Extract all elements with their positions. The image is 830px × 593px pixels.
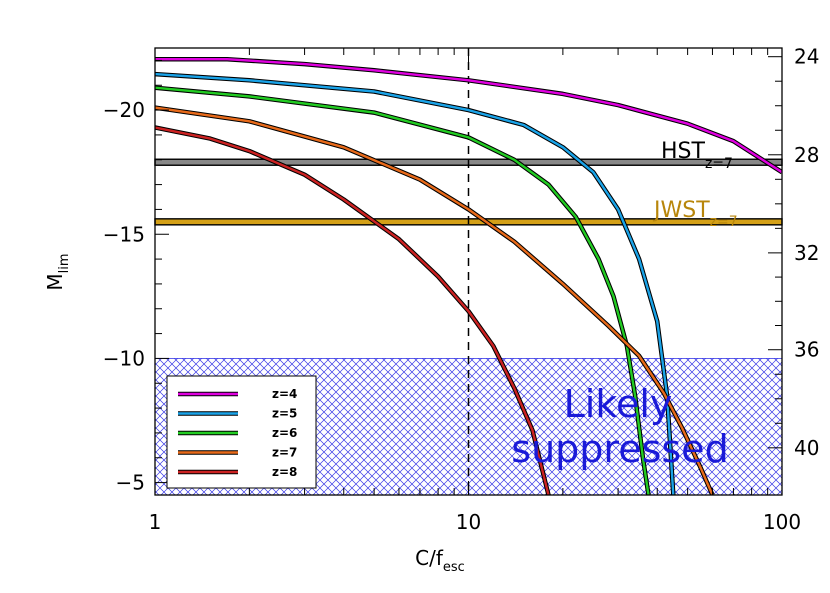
x-axis-title-main: C/f: [415, 546, 444, 570]
x-tick-label: 10: [456, 510, 481, 534]
jwst-label-sub: z=7: [710, 214, 738, 230]
series-group: [155, 56, 782, 495]
x-axis-title: C/fesc: [415, 546, 465, 575]
y-axis-title-main: M: [43, 273, 67, 290]
legend-label-z=8: z=8: [272, 465, 297, 479]
suppressed-label-line2: suppressed: [511, 427, 728, 471]
legend-label-z=6: z=6: [272, 426, 297, 440]
x-tick-label: 100: [763, 510, 801, 534]
x-axis-title-sub: esc: [443, 560, 465, 575]
right-tick-label: 40: [794, 436, 819, 460]
y-tick-label: −5: [116, 471, 145, 495]
y-tick-label: −15: [103, 222, 145, 246]
legend-label-z=7: z=7: [272, 446, 297, 460]
right-tick-label: 28: [794, 143, 819, 167]
y-tick-label: −10: [103, 346, 145, 370]
series-line-z=7: [155, 106, 714, 495]
jwst-band-label: JWSTz=7: [652, 198, 738, 230]
legend-label-z=5: z=5: [272, 407, 297, 421]
series-line-z=6: [155, 86, 650, 495]
jwst-label-main: JWST: [652, 198, 710, 223]
hst-label-sub: z=7: [705, 156, 733, 172]
right-tick-label: 24: [794, 45, 819, 69]
series-line-z=5: [155, 72, 675, 495]
right-tick-label: 32: [794, 241, 819, 265]
right-tick-label: 36: [794, 338, 819, 362]
hst-band-label: HSTz=7: [661, 139, 733, 172]
x-tick-label: 1: [149, 510, 162, 534]
hst-label-main: HST: [661, 139, 706, 164]
suppressed-label-line1: Likely: [564, 382, 673, 426]
series-line-z=8: [155, 126, 550, 495]
axis-ticks: 1 10 100 −20 −15 −10 −5 24 28 32 36 40: [103, 45, 820, 534]
y-axis-title: Mlim: [43, 253, 72, 290]
legend: z=4 z=5 z=6 z=7 z=8: [166, 375, 317, 489]
y-tick-label: −20: [103, 98, 145, 122]
legend-label-z=4: z=4: [272, 387, 297, 401]
series-line-z=4: [155, 58, 782, 174]
y-axis-title-sub: lim: [57, 253, 72, 273]
